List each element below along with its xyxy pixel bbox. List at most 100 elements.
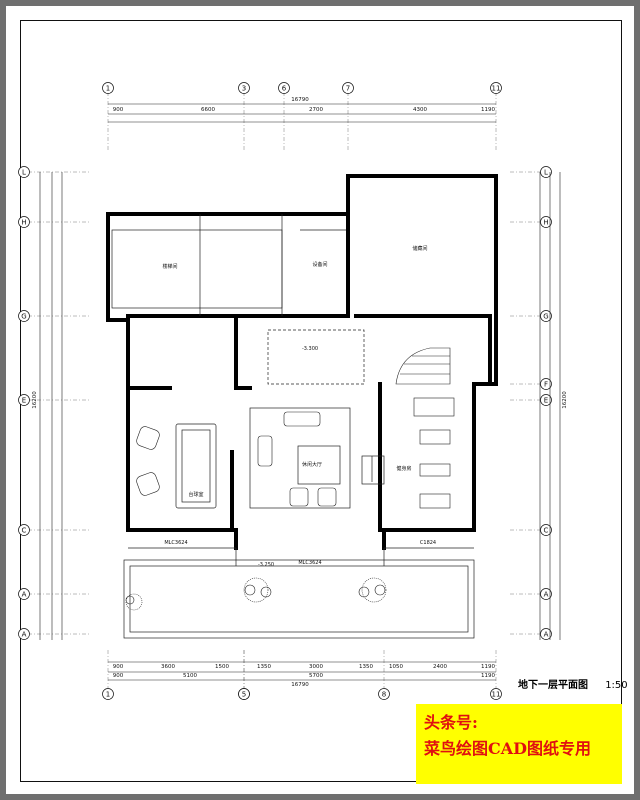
gym-equipment-icon xyxy=(419,463,451,477)
axis-top-2-label: 6 xyxy=(282,84,287,92)
axis-left-0-label: L xyxy=(22,168,26,176)
elevation-center: -3.300 xyxy=(302,346,318,352)
room-label-billiard: 台球室 xyxy=(188,491,203,498)
axis-left-4-bubble xyxy=(18,524,30,536)
dim-bottom-d9: 1190 xyxy=(481,664,495,670)
axis-right-1-bubble xyxy=(540,216,552,228)
axis-bottom-4-label: 11 xyxy=(492,690,501,698)
drawing-scale: 1:50 xyxy=(605,680,628,691)
dim-bottom-mid-1: 900 xyxy=(113,673,124,679)
axis-bottom-4-bubble xyxy=(490,688,502,700)
axis-right-7-label: A xyxy=(544,630,549,638)
axis-bottom-2-bubble xyxy=(238,688,250,700)
axis-right-4-label: E xyxy=(544,396,548,404)
axis-top-4-bubble xyxy=(490,82,502,94)
dim-right-total: 16200 xyxy=(562,391,568,409)
axis-top-0-bubble xyxy=(102,82,114,94)
dim-left-total: 16200 xyxy=(32,391,38,409)
axis-bottom-3-label: 8 xyxy=(382,690,386,698)
axis-bottom-0-bubble xyxy=(102,688,114,700)
room-label-storage: 储藏间 xyxy=(412,245,427,252)
sofa-icon xyxy=(283,411,321,427)
axis-right-2-bubble xyxy=(540,310,552,322)
axis-left-5-bubble xyxy=(18,588,30,600)
dim-bottom-d1: 900 xyxy=(113,664,124,670)
axis-left-3-bubble xyxy=(18,394,30,406)
room-label-stair-hall: 楼梯间 xyxy=(162,263,177,270)
dim-bottom-d5: 3000 xyxy=(309,664,323,670)
axis-left-1-label: H xyxy=(21,218,26,226)
axis-right-0-bubble xyxy=(540,166,552,178)
dim-bottom-mid-2: 5100 xyxy=(183,673,197,679)
axis-bottom-2-label: 5 xyxy=(242,690,246,698)
dimension-lines xyxy=(39,103,561,681)
dim-top-3: 2700 xyxy=(309,107,323,113)
dim-bottom-mid-4: 1190 xyxy=(481,673,495,679)
axis-left-0-bubble xyxy=(18,166,30,178)
dim-top-5: 1190 xyxy=(481,107,495,113)
axis-right-0-label: L xyxy=(544,168,548,176)
axis-top-1-bubble xyxy=(238,82,250,94)
axis-right-2-label: G xyxy=(543,312,548,320)
axis-left-5-label: A xyxy=(22,590,27,598)
axis-grid: 136711135811LHGECAALHGFECAA xyxy=(18,82,552,700)
axis-bottom-3-bubble xyxy=(378,688,390,700)
axis-left-1-bubble xyxy=(18,216,30,228)
room-label-equipment: 设备间 xyxy=(312,261,327,268)
dim-bottom-d3: 1500 xyxy=(215,664,229,670)
axis-left-6-bubble xyxy=(18,628,30,640)
room-label-leisure-hall: 休闲大厅 xyxy=(302,461,322,468)
room-label-gym: 健身房 xyxy=(396,465,411,472)
axis-right-4-bubble xyxy=(540,394,552,406)
door-tag-mid: MLC3624 xyxy=(298,560,321,566)
planter-icon xyxy=(243,577,269,603)
gym-equipment-icon xyxy=(419,429,451,445)
planter-icon xyxy=(125,593,143,611)
axis-right-6-bubble xyxy=(540,588,552,600)
interior-lines xyxy=(111,214,475,639)
dim-bottom-d8: 2400 xyxy=(433,664,447,670)
axis-left-6-label: A xyxy=(22,630,27,638)
axis-top-3-label: 7 xyxy=(346,84,350,92)
dim-bottom-d2: 3600 xyxy=(161,664,175,670)
planter-icon xyxy=(244,584,256,596)
stair-icon xyxy=(395,347,451,385)
gym-equipment-icon xyxy=(413,397,455,417)
watermark-line-2: 菜鸟绘图CAD图纸专用 xyxy=(424,739,592,758)
walls xyxy=(106,174,498,550)
axis-left-3-label: E xyxy=(22,396,26,404)
armchair-icon xyxy=(289,487,309,507)
watermark-line-1: 头条号: xyxy=(424,713,478,732)
axis-right-6-label: A xyxy=(544,590,549,598)
watermark-stamp: 头条号: 菜鸟绘图CAD图纸专用 xyxy=(416,704,622,784)
axis-top-0-label: 1 xyxy=(106,84,110,92)
planter-icon xyxy=(358,586,370,598)
planter-icon xyxy=(374,584,386,596)
dim-bottom-mid-3: 5700 xyxy=(309,673,323,679)
axis-right-5-bubble xyxy=(540,524,552,536)
planter-icon xyxy=(361,577,387,603)
gym-equipment-icon xyxy=(419,493,451,509)
furniture xyxy=(125,397,455,611)
drawing-title: 地下一层平面图 xyxy=(518,680,588,691)
armchair-icon xyxy=(136,426,160,450)
elevation-terrace: -3.250 xyxy=(258,562,274,568)
axis-top-4-label: 11 xyxy=(492,84,501,92)
axis-left-2-bubble xyxy=(18,310,30,322)
sofa-icon xyxy=(257,435,273,467)
planter-icon xyxy=(260,586,272,598)
dim-bottom-d4: 1350 xyxy=(257,664,271,670)
dimension-text: 16790 900 6600 2700 4300 1190 16790 900 … xyxy=(32,97,568,688)
axis-bottom-0-label: 1 xyxy=(106,690,110,698)
dim-bottom-d6: 1350 xyxy=(359,664,373,670)
dim-bottom-total: 16790 xyxy=(291,682,309,688)
axis-top-3-bubble xyxy=(342,82,354,94)
axis-left-4-label: C xyxy=(22,526,27,534)
axis-right-1-label: H xyxy=(543,218,548,226)
dim-bottom-d7: 1050 xyxy=(389,664,403,670)
axis-right-3-bubble xyxy=(540,378,552,390)
axis-right-3-label: F xyxy=(544,380,548,388)
title-block: 地下一层平面图 1:50 xyxy=(518,676,628,694)
dim-top-1: 900 xyxy=(113,107,124,113)
